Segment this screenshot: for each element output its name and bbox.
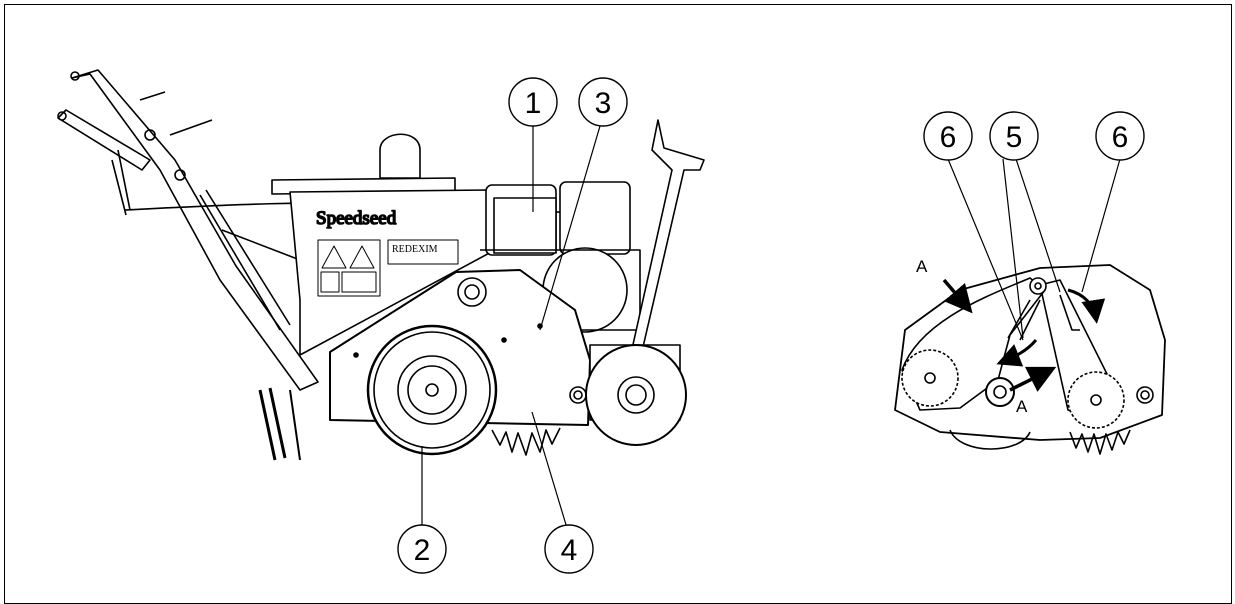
callout-2: 2	[397, 524, 447, 574]
spike-disc	[491, 427, 561, 456]
callout-3-label: 3	[595, 87, 612, 120]
callout-4: 4	[544, 524, 594, 574]
front-roller-wheel	[366, 324, 498, 456]
callout-1: 1	[508, 77, 558, 127]
arrow-a-bottom-label: A	[1016, 397, 1028, 416]
callout-1-label: 1	[525, 87, 542, 120]
rear-handle	[629, 119, 705, 361]
arrow-a-top-label: A	[916, 257, 928, 276]
callout-6-right: 6	[1095, 111, 1145, 161]
callout-6-left-label: 6	[940, 121, 957, 154]
callout-5: 5	[989, 111, 1039, 161]
manufacturer-label: REDEXIM	[392, 244, 438, 255]
rotation-arrow-left	[996, 339, 1038, 367]
arrow-a-top	[942, 278, 973, 314]
engine-block	[480, 181, 641, 333]
callout-6-left: 6	[923, 111, 973, 161]
callout-5-label: 5	[1006, 121, 1023, 154]
callout-2-label: 2	[414, 534, 431, 567]
seed-hopper: Speedseed REDEXIM	[271, 133, 496, 356]
callout-3: 3	[578, 77, 628, 127]
rear-wheel	[569, 344, 687, 446]
handle-assembly	[57, 69, 319, 461]
rotation-arrow-right	[1067, 288, 1106, 324]
center-hub	[985, 377, 1015, 407]
gear-right	[1067, 371, 1125, 429]
right-drive-detail	[894, 264, 1166, 455]
brand-label: Speedseed	[316, 208, 397, 229]
leader-lines	[421, 125, 1121, 529]
manufacturer-decal: REDEXIM	[387, 239, 459, 265]
gear-left	[901, 349, 959, 407]
left-machine-view: Speedseed REDEXIM	[57, 69, 705, 461]
callout-6-right-label: 6	[1112, 121, 1129, 154]
arrow-a-bottom	[1009, 366, 1057, 392]
warning-decals	[317, 239, 381, 297]
spike-disc-detail	[1069, 429, 1131, 455]
callout-4-label: 4	[561, 534, 578, 567]
